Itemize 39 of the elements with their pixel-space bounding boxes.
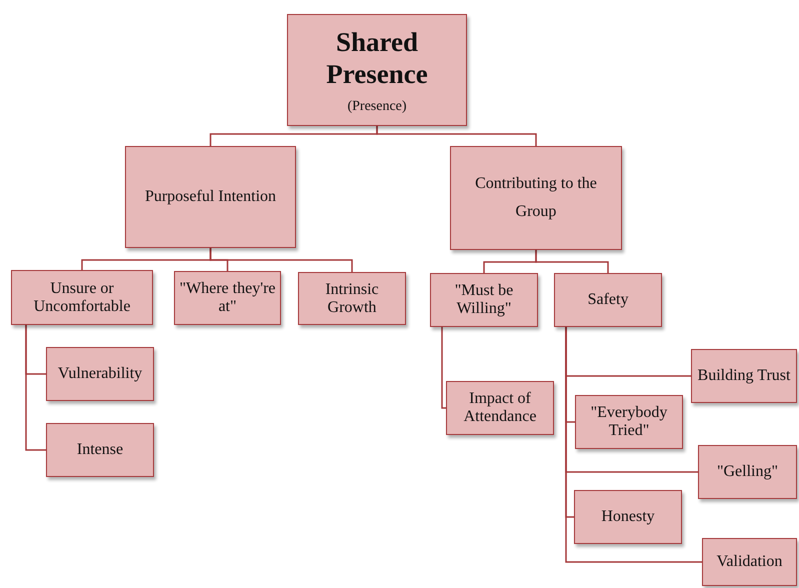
concept-box	[298, 272, 406, 325]
concept-box	[11, 270, 153, 325]
node-label: "Where they're at"	[178, 280, 277, 316]
connector-line	[535, 250, 609, 273]
title-box	[287, 14, 467, 126]
node-label: "Must be Willing"	[454, 282, 514, 318]
concept-box	[430, 273, 538, 327]
concept-box	[174, 271, 281, 325]
concept-box	[554, 273, 662, 327]
connector-line	[376, 126, 537, 146]
node-label: "Everybody Tried"	[590, 404, 668, 440]
node-label: Intense	[76, 441, 124, 459]
node-label: Unsure or Uncomfortable	[32, 280, 132, 316]
connector-line	[565, 327, 702, 563]
node-label: Vulnerability	[58, 365, 142, 383]
node-label: Contributing to the Group	[474, 174, 598, 222]
category-box	[125, 146, 296, 248]
node-label: Shared Presence	[325, 26, 429, 91]
node-label: Impact of Attendance	[462, 390, 538, 426]
concept-box	[698, 445, 797, 499]
connector-line	[210, 248, 353, 272]
concept-box	[702, 538, 797, 586]
node-label: Validation	[716, 553, 782, 571]
node-label: Honesty	[601, 508, 655, 526]
connector-line	[25, 325, 46, 451]
concept-box	[574, 490, 682, 544]
node-label: "Gelling"	[716, 463, 778, 481]
concept-box	[446, 381, 554, 435]
concept-box	[575, 395, 683, 449]
concept-box	[46, 423, 154, 477]
concept-box	[691, 349, 797, 403]
category-box	[450, 146, 622, 250]
node-subtitle: (Presence)	[347, 98, 407, 114]
node-label: Purposeful Intention	[144, 187, 276, 207]
node-label: Intrinsic Growth	[324, 280, 380, 316]
connector-line	[441, 327, 446, 409]
node-label: Building Trust	[698, 367, 790, 385]
concept-box	[46, 347, 154, 401]
node-label: Safety	[588, 291, 628, 309]
